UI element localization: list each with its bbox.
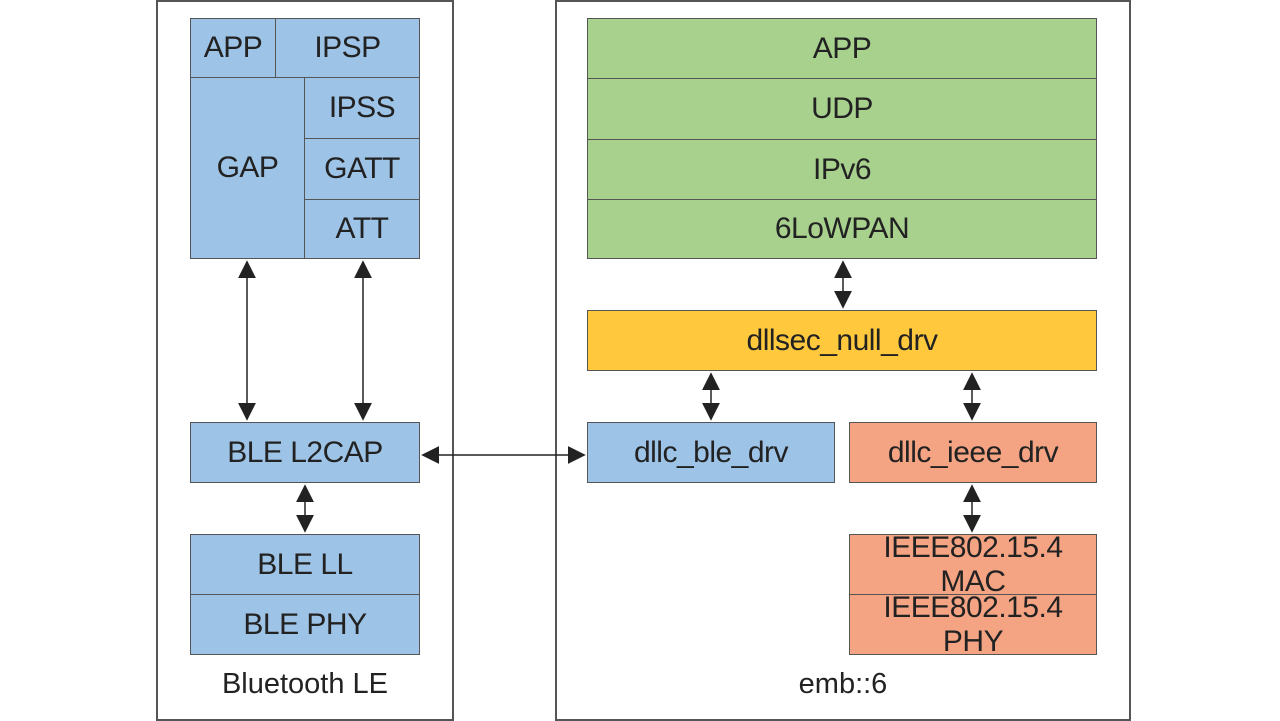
ieee802154-mac-block: IEEE802.15.4 MAC — [849, 531, 1097, 598]
dllc-ieee-drv-block: dllc_ieee_drv — [849, 422, 1097, 483]
emb6-app-block: APP — [587, 18, 1097, 79]
ieee802154-phy-block: IEEE802.15.4 PHY — [849, 591, 1097, 658]
dllc-ble-drv-block: dllc_ble_drv — [587, 422, 835, 483]
ble-phy-block: BLE PHY — [190, 594, 420, 655]
ble-ll-block: BLE LL — [190, 534, 420, 595]
emb6-caption: emb::6 — [798, 668, 888, 700]
ble-l2cap-block: BLE L2CAP — [190, 422, 420, 483]
gatt-block: GATT — [304, 138, 420, 200]
6lowpan-block: 6LoWPAN — [587, 199, 1097, 259]
bluetooth-le-caption: Bluetooth LE — [221, 668, 389, 700]
dllsec-null-drv-block: dllsec_null_drv — [587, 310, 1097, 371]
gap-block: GAP — [190, 77, 305, 259]
ipsp-block: IPSP — [275, 18, 420, 78]
att-block: ATT — [304, 199, 420, 259]
ble-app-block: APP — [190, 18, 276, 78]
